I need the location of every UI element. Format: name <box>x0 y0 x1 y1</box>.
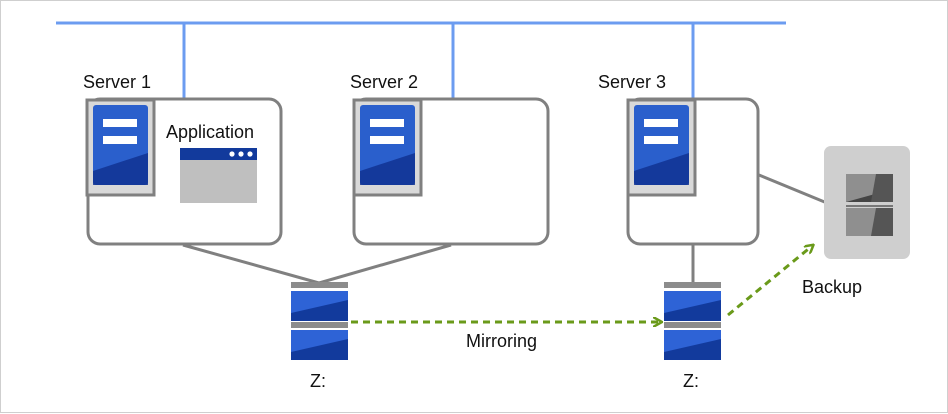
disk-right-icon <box>664 282 721 360</box>
disk-right-label: Z: <box>683 371 699 391</box>
disk-left-icon <box>291 282 348 360</box>
server-1-icon <box>85 98 156 197</box>
network-bus <box>56 21 786 101</box>
backup-device-icon <box>824 146 910 259</box>
application-label: Application <box>166 122 255 142</box>
backup-label: Backup <box>802 277 863 297</box>
mirroring-label: Mirroring <box>466 331 538 351</box>
server-3-label: Server 3 <box>598 72 667 92</box>
backup-arrow <box>727 246 812 317</box>
server-2 <box>352 97 550 246</box>
server-2-label: Server 2 <box>350 72 419 92</box>
server-3-icon <box>626 98 697 197</box>
disk-connectors <box>182 173 828 285</box>
server-1-label: Server 1 <box>83 72 152 92</box>
application-window-icon <box>180 148 257 203</box>
server-1 <box>85 97 283 246</box>
server-2-icon <box>352 98 423 197</box>
disk-left-label: Z: <box>310 371 326 391</box>
server-3 <box>626 97 760 246</box>
